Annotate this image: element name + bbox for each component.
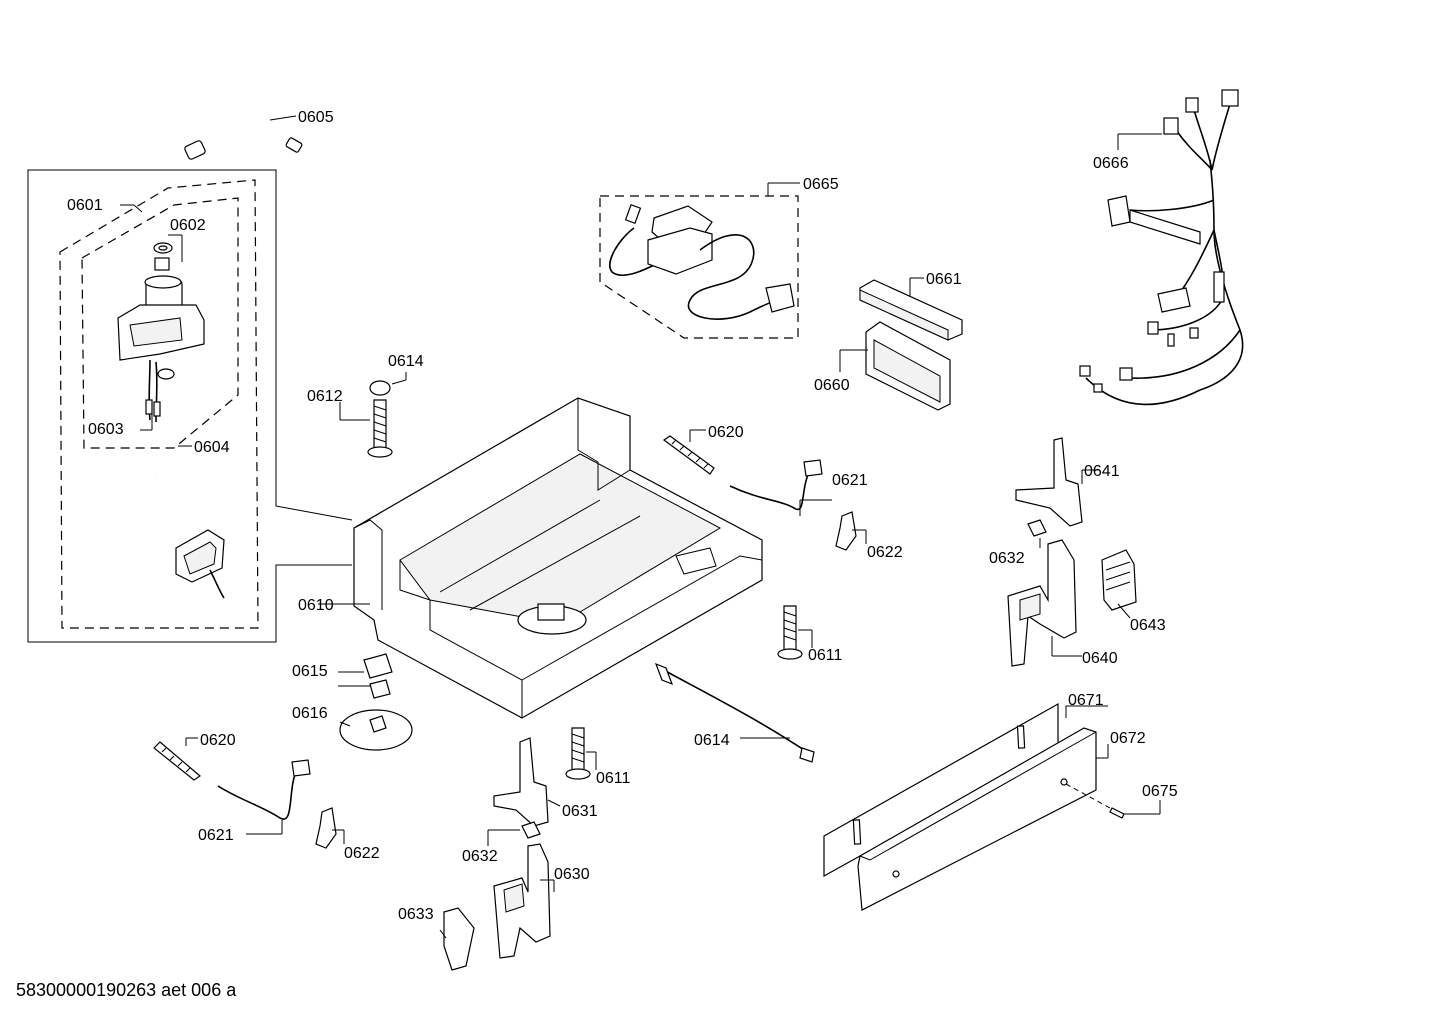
label-0632-left: 0632 <box>462 848 498 865</box>
door-cable-rod <box>654 662 815 763</box>
base-tub <box>318 397 763 719</box>
label-0611-lower: 0611 <box>596 770 631 787</box>
upper-hinge-spring <box>662 429 867 551</box>
label-0660: 0660 <box>814 377 850 394</box>
label-0632-right: 0632 <box>989 550 1025 567</box>
foot-right <box>777 605 813 660</box>
label-0640: 0640 <box>1082 650 1118 667</box>
label-0602: 0602 <box>170 217 206 234</box>
label-0614-upper: 0614 <box>388 353 424 370</box>
label-0621-lower: 0621 <box>198 827 234 844</box>
label-0603: 0603 <box>88 421 124 438</box>
valve-assembly-dashed-box <box>81 197 239 449</box>
label-0620-upper: 0620 <box>708 424 744 441</box>
label-0620-lower: 0620 <box>200 732 236 749</box>
label-0616: 0616 <box>292 705 328 722</box>
left-hinge-assembly <box>439 727 597 971</box>
label-0610: 0610 <box>298 597 334 614</box>
control-module <box>839 277 963 411</box>
aquastop-housing <box>175 529 225 599</box>
document-id: 58300000190263 aet 006 a <box>16 980 237 1000</box>
label-0641: 0641 <box>1084 463 1120 480</box>
label-0666: 0666 <box>1093 155 1129 172</box>
group-frame <box>27 169 353 643</box>
adjustable-foot <box>339 372 407 458</box>
clip-and-disc <box>338 653 413 751</box>
label-0622-upper: 0622 <box>867 544 903 561</box>
label-0671: 0671 <box>1068 692 1104 709</box>
label-0611-right: 0611 <box>808 647 843 664</box>
label-0622-lower: 0622 <box>344 845 380 862</box>
label-0604: 0604 <box>194 439 230 456</box>
inlet-valve-group <box>27 115 353 643</box>
label-0633: 0633 <box>398 906 434 923</box>
wiring-harness <box>1079 89 1244 406</box>
kickplate <box>823 702 1161 911</box>
label-0621-upper: 0621 <box>832 472 868 489</box>
power-supply-group <box>599 182 800 339</box>
label-0665: 0665 <box>803 176 839 193</box>
label-0615: 0615 <box>292 663 328 680</box>
label-0631: 0631 <box>562 803 598 820</box>
label-0672: 0672 <box>1110 730 1146 747</box>
label-0630: 0630 <box>554 866 590 883</box>
hose-0605 <box>184 121 303 160</box>
hose-assembly-dashed-box <box>59 179 259 629</box>
label-0675: 0675 <box>1142 783 1178 800</box>
label-0661: 0661 <box>926 271 962 288</box>
right-hinge-assembly <box>1007 437 1137 667</box>
leader-0605 <box>269 115 297 121</box>
lower-hinge-spring <box>153 737 345 849</box>
water-inlet-valve <box>117 242 205 423</box>
label-0612: 0612 <box>307 388 343 405</box>
label-0643: 0643 <box>1130 617 1166 634</box>
label-0605: 0605 <box>298 109 334 126</box>
label-0601: 0601 <box>67 197 103 214</box>
label-0614-lower: 0614 <box>694 732 730 749</box>
